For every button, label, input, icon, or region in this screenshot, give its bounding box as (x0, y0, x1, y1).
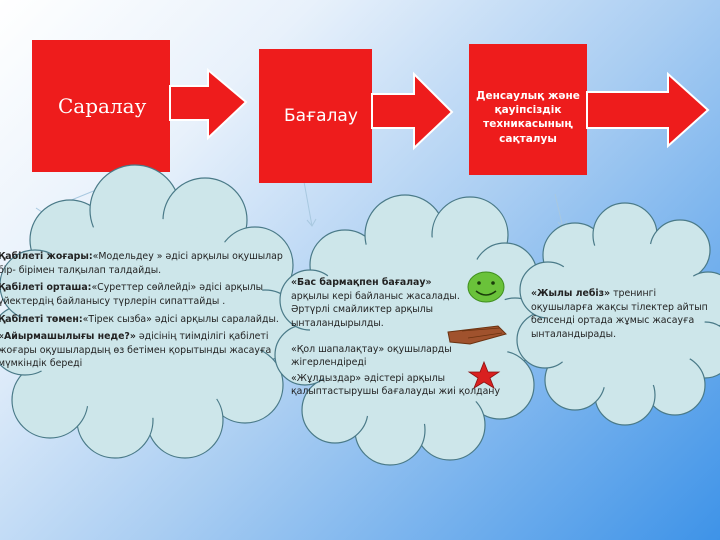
cloud-2-text: «Бас бармақпен бағалау» арқылы кері байл… (291, 276, 506, 403)
cloud-1-line-1: Қабілеті жоғары:«Модельдеу » әдісі арқыл… (0, 250, 288, 277)
step-label-2: Бағалау (284, 106, 358, 126)
line-bold: «Айырмашылығы неде?» (0, 331, 136, 343)
line-bold: Қабілеті төмен: (0, 313, 83, 325)
cloud-2-line-1: «Бас бармақпен бағалау» арқылы кері байл… (291, 276, 471, 331)
line-text: әдісінің тиімділігі қабілеті жоғары оқуш… (0, 331, 272, 370)
cloud-1-fill (23, 218, 267, 418)
step-arrow-3 (469, 44, 710, 175)
line-text: «Жұлдыздар» әдістері арқылы қалыптастыру… (291, 372, 500, 398)
cloud-1-line-4: «Айырмашылығы неде?» әдісінің тиімділігі… (0, 330, 288, 371)
cloud-2-line-2: «Қол шапалақтау» оқушыларды жігерлендіре… (291, 343, 461, 370)
cloud-1-line-3: Қабілеті төмен:«Тірек сызба» әдісі арқыл… (0, 313, 288, 327)
step-arrow-1 (32, 40, 248, 172)
line-bold: Қабілеті орташа: (0, 282, 92, 294)
line-bold: «Бас бармақпен бағалау» (291, 277, 432, 288)
line-text: «Қол шапалақтау» оқушыларды жігерлендіре… (291, 343, 452, 369)
cloud-2-line-3: «Жұлдыздар» әдістері арқылы қалыптастыру… (291, 372, 506, 399)
cloud-1-text: Қабілеті жоғары:«Модельдеу » әдісі арқыл… (0, 250, 288, 375)
line-text: «Модельдеу » әдісі арқылы оқушылар бір- … (0, 251, 283, 276)
line-text: тренингі оқушыларға жақсы тілектер айтып… (531, 288, 708, 340)
cloud-2-fill (310, 235, 510, 425)
line-text: «Суреттер сөйлейді» әдісі арқылы үйектер… (0, 282, 263, 307)
clapping-hands-icon (447, 325, 507, 345)
step-label-1: Саралау (58, 94, 147, 118)
line-text: «Тірек сызба» әдісі арқылы саралайды. (82, 313, 279, 325)
line-bold: «Жылы лебіз» (531, 288, 611, 299)
star-icon (467, 360, 501, 389)
cloud-3-line-1: «Жылы лебіз» тренингі оқушыларға жақсы т… (531, 287, 711, 342)
step-label-3: Денсаулық және қауіпсіздік техникасының … (476, 90, 580, 145)
smiley-icon (467, 271, 505, 303)
cloud-3-text: «Жылы лебіз» тренингі оқушыларға жақсы т… (531, 287, 711, 346)
line-bold: Қабілеті жоғары: (0, 251, 93, 262)
line-text: арқылы кері байланыс жасалады. Әртүрлі с… (291, 290, 460, 329)
cloud-1-line-2: Қабілеті орташа:«Суреттер сөйлейді» әдіс… (0, 281, 288, 308)
step-arrow-2 (259, 49, 454, 183)
cloud-3-fill (545, 240, 705, 390)
